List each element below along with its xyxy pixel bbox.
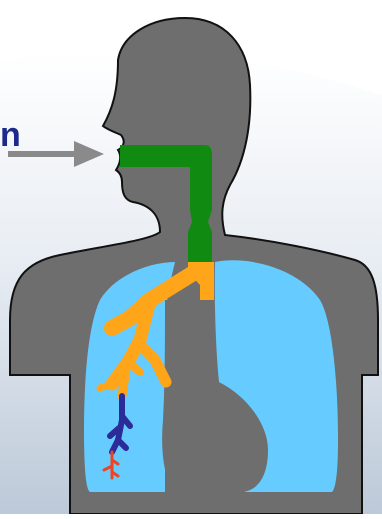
- trachea: [188, 210, 212, 265]
- label-fragment: n: [0, 118, 21, 152]
